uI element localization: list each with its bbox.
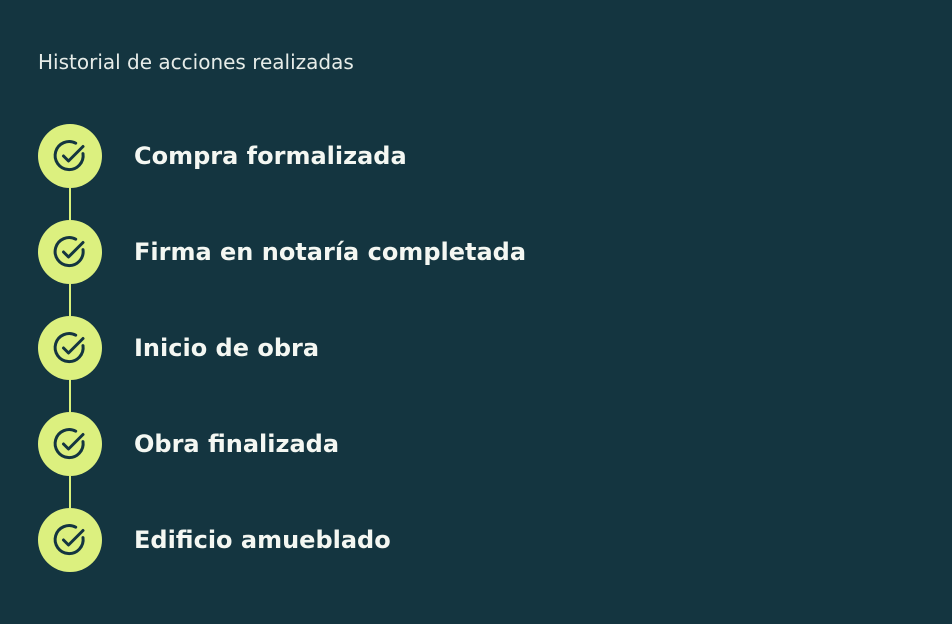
panel-title: Historial de acciones realizadas: [38, 50, 354, 74]
timeline-step: Edificio amueblado: [38, 508, 918, 572]
timeline-step: Firma en notaría completada: [38, 220, 918, 284]
check-circle-icon: [38, 412, 102, 476]
timeline-connector: [69, 380, 71, 412]
timeline-step-label: Inicio de obra: [134, 334, 320, 362]
timeline-connector: [69, 188, 71, 220]
check-circle-icon: [38, 316, 102, 380]
check-circle-icon: [38, 124, 102, 188]
timeline-step: Obra finalizada: [38, 412, 918, 476]
timeline-step: Inicio de obra: [38, 316, 918, 380]
timeline-step: Compra formalizada: [38, 124, 918, 188]
timeline-step-label: Firma en notaría completada: [134, 238, 527, 266]
timeline-connector: [69, 284, 71, 316]
timeline-connector: [69, 476, 71, 508]
timeline-step-label: Edificio amueblado: [134, 526, 391, 554]
check-circle-icon: [38, 220, 102, 284]
timeline: Compra formalizada Firma en notaría comp…: [38, 124, 918, 572]
timeline-step-label: Obra finalizada: [134, 430, 340, 458]
check-circle-icon: [38, 508, 102, 572]
timeline-step-label: Compra formalizada: [134, 142, 407, 170]
